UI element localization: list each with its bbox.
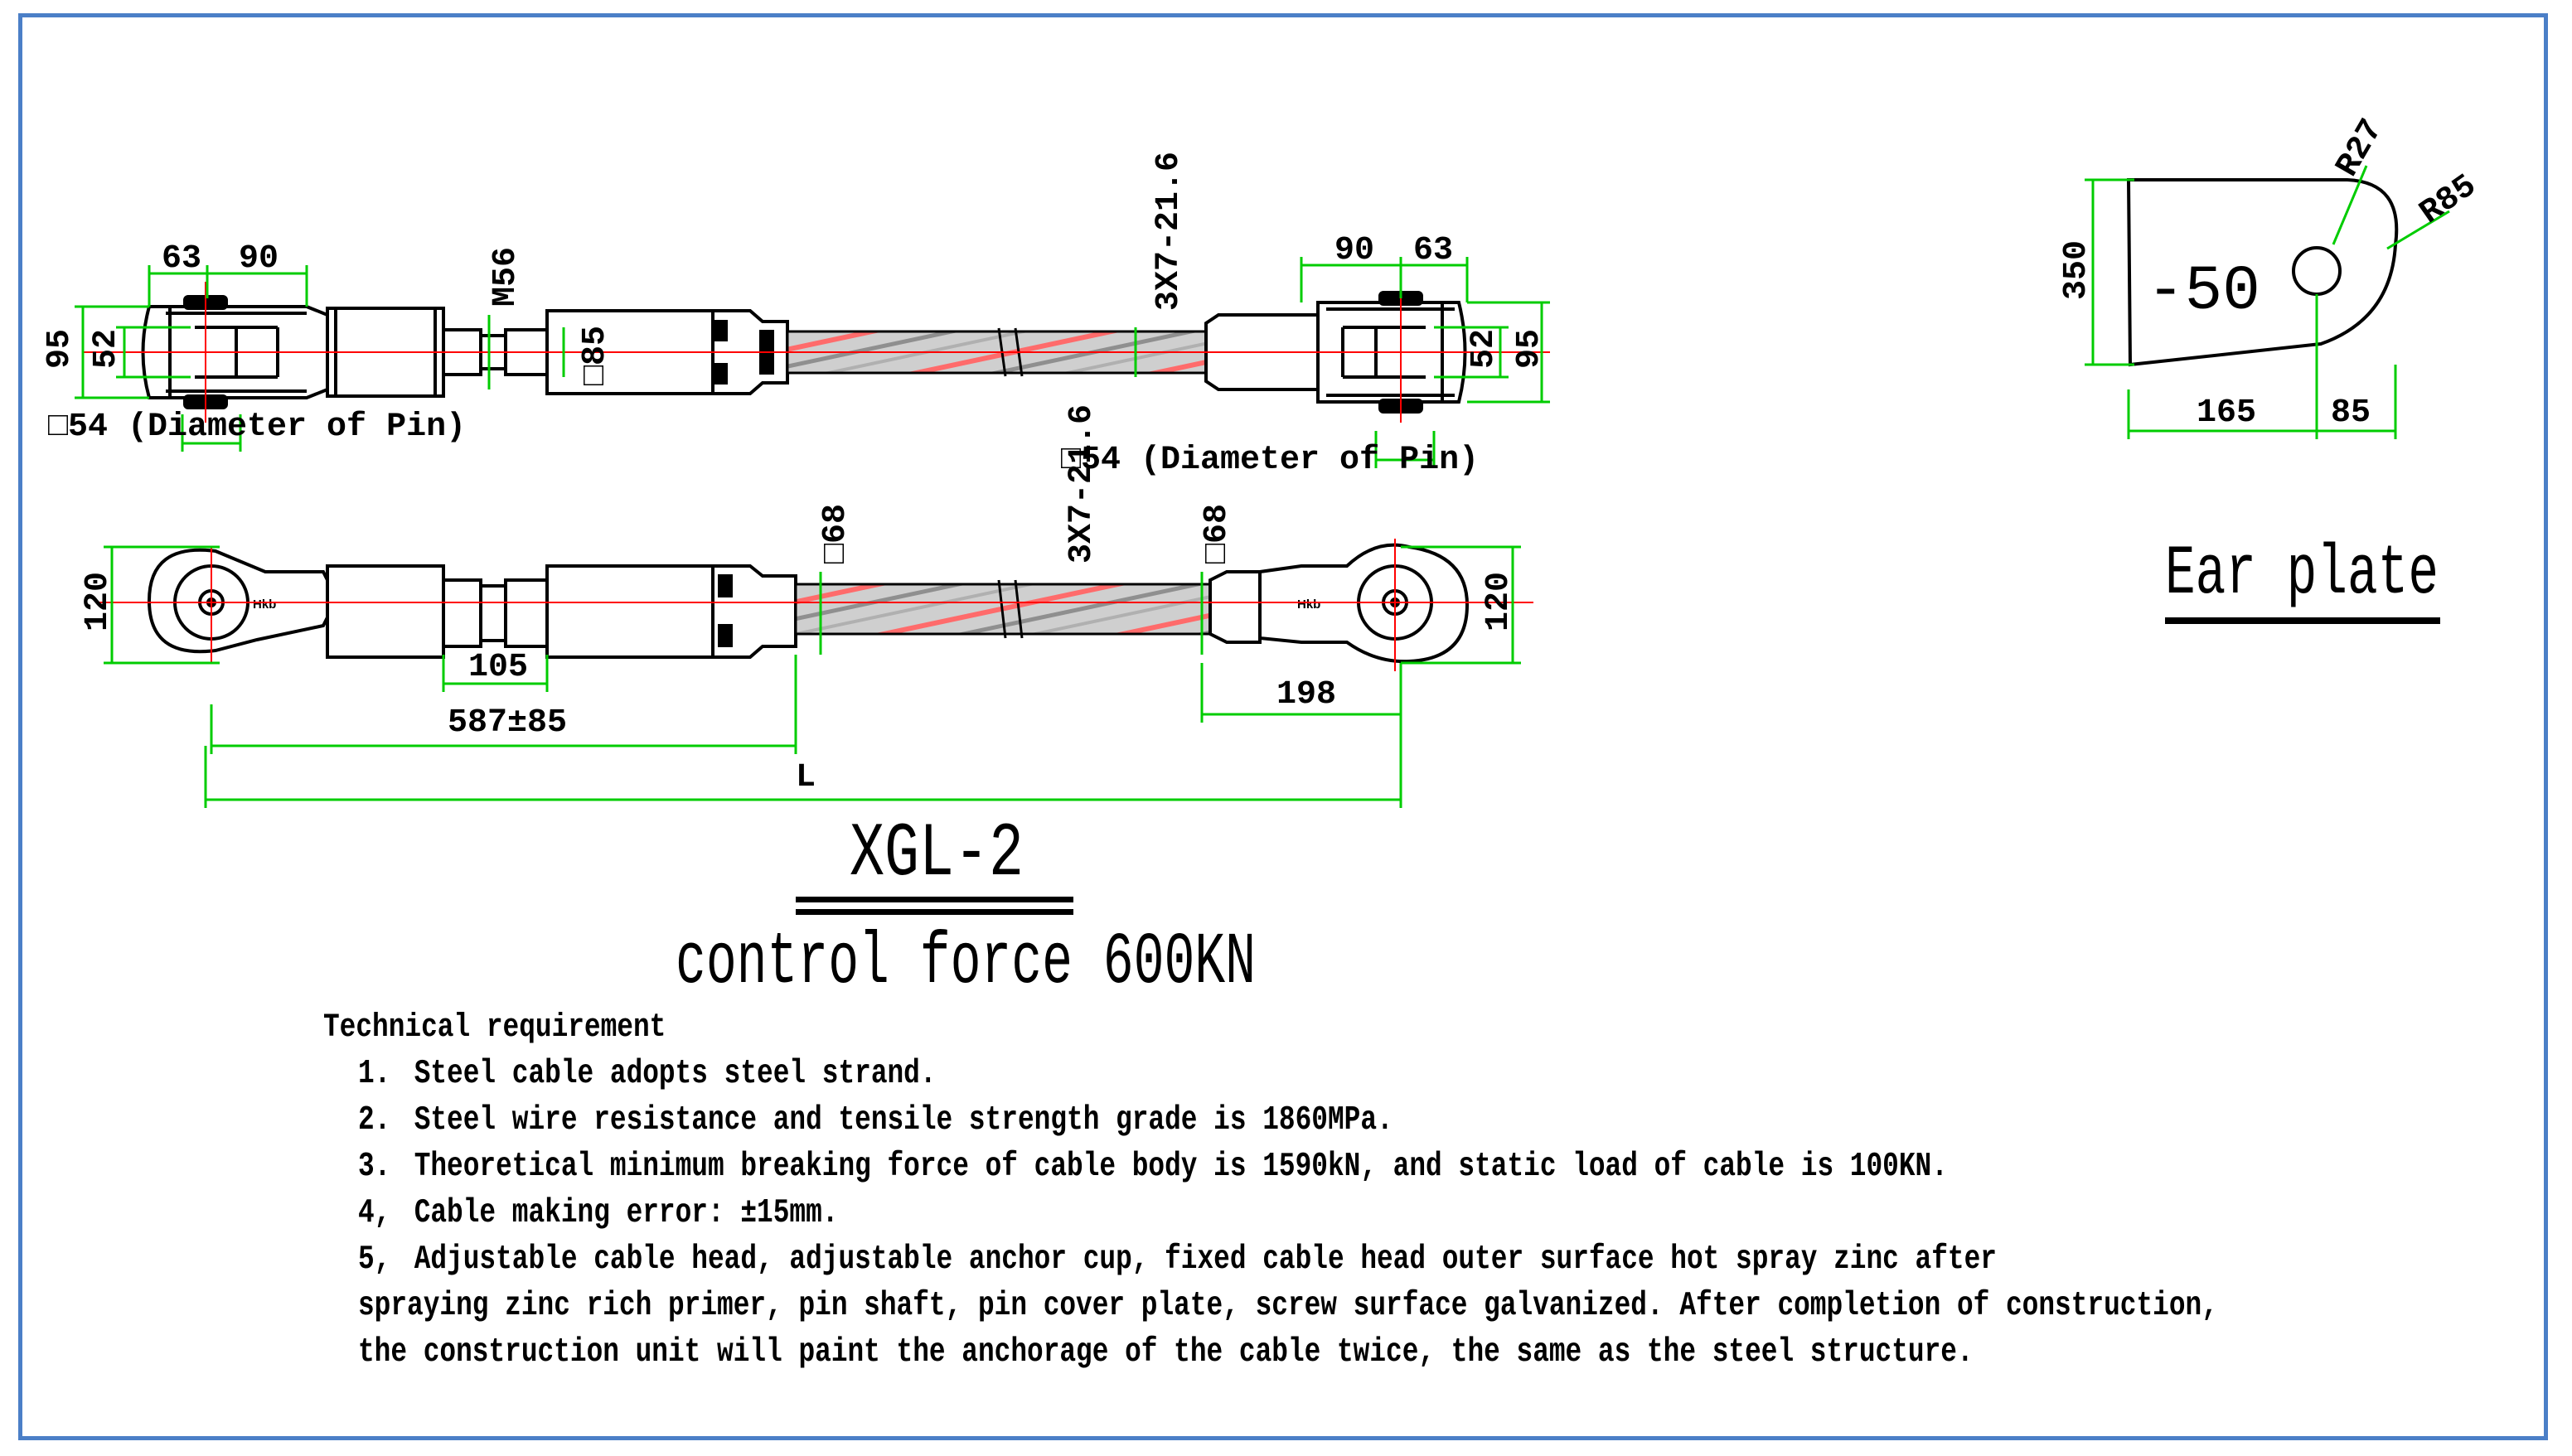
technical-requirement-title: Technical requirement — [323, 1009, 666, 1047]
pin-right-label: □54 (Diameter of Pin) — [1061, 442, 1479, 479]
strand-side-label: 3X7-21.6 — [1063, 404, 1101, 564]
strand-top-label: 3X7-21.6 — [1150, 152, 1188, 311]
square-85-label: □85 — [577, 326, 614, 385]
radius-85: R85 — [2414, 167, 2484, 232]
top-view-assembly — [83, 282, 1550, 423]
dim-90-right: 90 — [1334, 232, 1374, 269]
technical-requirement-list: 1. Steel cable adopts steel strand. 2. S… — [358, 1051, 2218, 1376]
dim-587: 587±85 — [448, 704, 567, 742]
requirement-text: Steel wire resistance and tensile streng… — [414, 1101, 1393, 1139]
top-dimensions — [75, 257, 1550, 468]
requirement-continuation-2: the construction unit will paint the anc… — [358, 1333, 1974, 1371]
side-left-eye — [147, 548, 797, 659]
requirement-item-3: 3. Theoretical minimum breaking force of… — [358, 1144, 2218, 1190]
ear-plate-title-underline — [2165, 617, 2440, 624]
model-underline-2 — [796, 909, 1073, 915]
requirement-continuation-1: spraying zinc rich primer, pin shaft, pi… — [358, 1287, 2218, 1325]
requirement-item-4: 4, Cable making error: ±15mm. — [358, 1190, 2218, 1236]
requirement-item-5: 5, Adjustable cable head, adjustable anc… — [358, 1236, 2218, 1283]
ear-plate-thickness: -50 — [2147, 256, 2260, 327]
dim-52-left: 52 — [88, 329, 125, 369]
dim-63-right: 63 — [1413, 232, 1453, 269]
dim-350: 350 — [2058, 240, 2095, 300]
right-brand-mark: Hkb — [1297, 597, 1320, 612]
requirement-text: Steel cable adopts steel strand. — [414, 1055, 937, 1093]
requirement-text: Cable making error: ±15mm. — [414, 1194, 839, 1232]
dim-85: 85 — [2331, 394, 2371, 432]
ear-plate-figure — [2085, 165, 2450, 439]
model-title: XGL-2 — [850, 810, 1024, 897]
square-68-right: □68 — [1199, 504, 1236, 564]
control-force: control force 600KN — [676, 922, 1256, 1004]
drawing-frame — [18, 13, 2548, 1440]
dim-165: 165 — [2197, 394, 2256, 432]
square-68-left: □68 — [817, 504, 855, 564]
requirement-number: 1. — [358, 1055, 391, 1093]
dim-L: L — [796, 759, 816, 796]
thread-label: M56 — [487, 247, 525, 307]
dim-52-right: 52 — [1465, 329, 1503, 369]
dim-120-right: 120 — [1480, 572, 1518, 631]
radius-27: R27 — [2329, 114, 2391, 184]
model-underline-1 — [796, 897, 1073, 902]
dim-90-left: 90 — [239, 240, 279, 278]
requirement-number: 5, — [358, 1241, 391, 1279]
dim-198: 198 — [1276, 676, 1336, 713]
dim-120-left: 120 — [80, 572, 117, 631]
left-brand-mark: Hkb — [253, 597, 276, 612]
requirement-item-2: 2. Steel wire resistance and tensile str… — [358, 1097, 2218, 1144]
dim-95-right: 95 — [1511, 329, 1548, 369]
side-dimensions — [104, 545, 1521, 808]
side-view-assembly: Hkb Hkb — [99, 539, 1533, 671]
requirement-number: 2. — [358, 1101, 391, 1139]
requirement-number: 4, — [358, 1194, 391, 1232]
pin-left-label: □54 (Diameter of Pin) — [48, 409, 466, 446]
dim-105: 105 — [468, 649, 528, 686]
requirement-number: 3. — [358, 1148, 391, 1186]
requirement-text: Adjustable cable head, adjustable anchor… — [414, 1241, 1997, 1279]
dim-95-left: 95 — [41, 329, 79, 369]
dim-63-left: 63 — [162, 240, 201, 278]
ear-plate-title: Ear plate — [2165, 535, 2439, 614]
requirement-item-1: 1. Steel cable adopts steel strand. — [358, 1051, 2218, 1097]
requirement-text: Theoretical minimum breaking force of ca… — [414, 1148, 1948, 1186]
